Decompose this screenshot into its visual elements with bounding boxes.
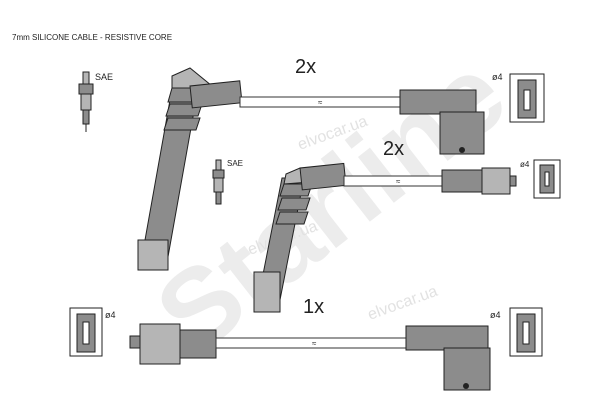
spark-plug-icon (78, 71, 94, 132)
coil-socket-icon-3 (69, 307, 103, 357)
svg-text:≈: ≈ (318, 98, 323, 107)
lead-set-3: 1x ø4 ≈ ø4 (69, 296, 543, 391)
set-3-left-label: ø4 (105, 310, 116, 320)
set-2-quantity: 2x (383, 138, 404, 160)
cable-2 (343, 175, 443, 187)
coil-socket-icon-4 (509, 307, 543, 357)
set-1-quantity: 2x (295, 56, 316, 78)
svg-text:≈: ≈ (312, 339, 317, 348)
svg-text:≈: ≈ (396, 177, 401, 186)
set-3-quantity: 1x (303, 296, 324, 318)
set-1-right-label: ø4 (492, 72, 503, 82)
plug-boot-long (137, 67, 243, 271)
coil-connector-1 (399, 89, 485, 155)
coil-connector-3-right (405, 325, 491, 391)
coil-connector-2 (441, 167, 517, 195)
set-2-left-label: SAE (227, 159, 243, 168)
coil-socket-icon (509, 73, 545, 123)
coil-connector-3-left (129, 323, 217, 365)
set-3-right-label: ø4 (490, 310, 501, 320)
set-1-left-label: SAE (95, 72, 113, 82)
plug-boot-medium (253, 162, 347, 313)
spark-plug-icon-2 (212, 159, 225, 205)
set-2-right-label: ø4 (520, 160, 530, 169)
cable-description: 7mm SILICONE CABLE - RESISTIVE CORE (12, 33, 172, 42)
coil-socket-icon-2 (533, 159, 561, 199)
cable-3 (215, 337, 407, 349)
watermark-site-3: elvocar.ua (366, 283, 440, 324)
lead-set-2: 2x SAE ≈ ø4 (212, 138, 561, 313)
lead-set-1: 2x SAE ≈ (78, 56, 545, 271)
